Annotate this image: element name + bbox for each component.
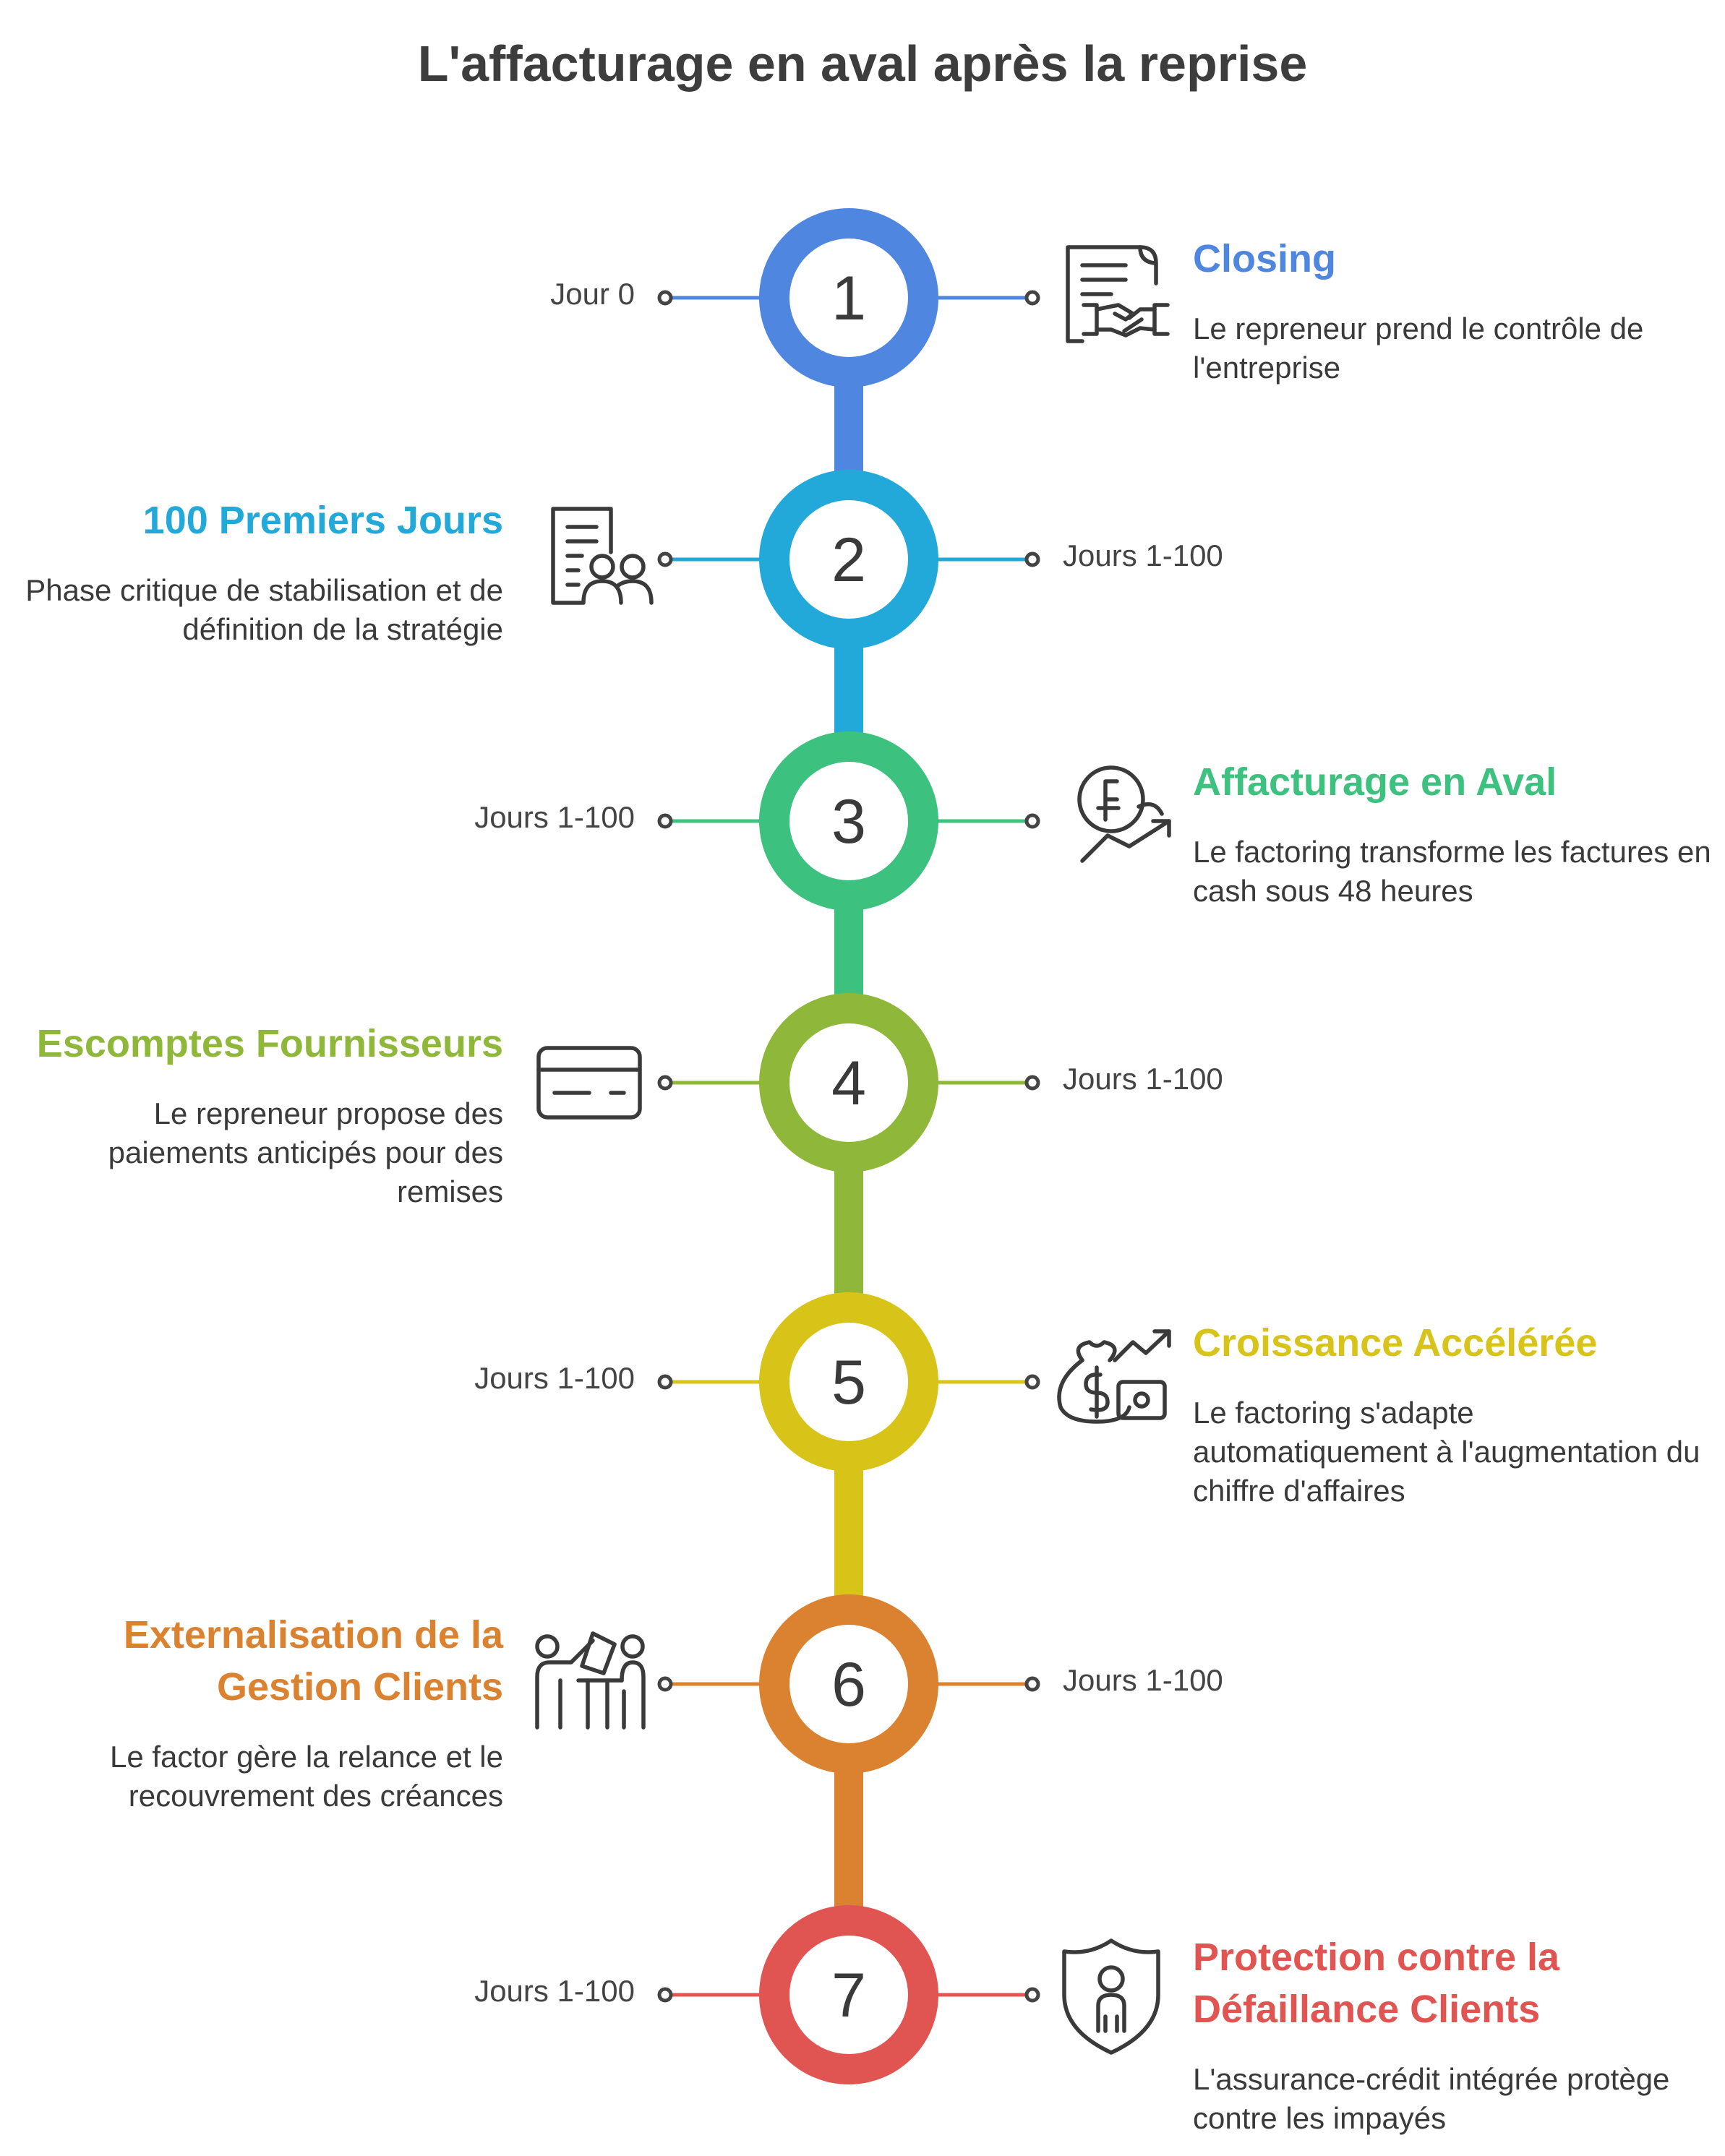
connector-dot [1024,1374,1040,1390]
money-growth-icon [1057,1329,1171,1424]
timeline-segment [834,1772,863,1907]
connector-dot [1024,813,1040,829]
page-title: L'affacturage en aval après la reprise [417,35,1308,92]
step-date: Jours 1-100 [474,1361,635,1395]
step-number: 7 [831,1961,866,2030]
step-heading: Externalisation de la Gestion Clients [123,1613,503,1709]
shield-person-icon [1062,1938,1160,2055]
step-circle-inner [789,1936,908,2054]
step-heading: Affacturage en Aval [1193,760,1557,804]
step-date: Jours 1-100 [1063,1062,1223,1096]
connector-dot [657,813,673,829]
connector-dot [1024,1075,1040,1091]
step-number: 6 [831,1650,866,1719]
connector-dot [657,290,673,306]
step-date: Jour 0 [550,277,635,311]
step-description: Le repreneur propose des paiements antic… [108,1096,503,1208]
step-description: Le factoring s'adapte automatiquement à … [1193,1396,1700,1508]
connector-dot [657,1374,673,1390]
step-description: Le repreneur prend le contrôle de l'entr… [1193,312,1644,385]
step-circle-inner [789,239,908,357]
step-circle-inner [789,500,908,619]
step-number: 5 [831,1348,866,1417]
connector-dot [657,1987,673,2003]
connector-dot [657,1676,673,1692]
step-number: 2 [831,525,866,595]
timeline-segment [834,909,863,995]
step-heading: Escomptes Fournisseurs [36,1022,503,1065]
step-description: Le factor gère la relance et le recouvre… [110,1740,503,1813]
step-number: 4 [831,1049,866,1118]
step-circle-inner [789,1625,908,1743]
step-number: 3 [831,787,866,856]
timeline-segment [834,648,863,733]
step-heading: 100 Premiers Jours [142,499,503,542]
connector-dot [1024,290,1040,306]
presentation-people-icon [535,1631,646,1730]
step-heading: Closing [1193,237,1336,280]
connector-dot [1024,1987,1040,2003]
step-date: Jours 1-100 [1063,538,1223,572]
step-date: Jours 1-100 [474,1974,635,2008]
timeline-segment [834,386,863,471]
step-heading: Croissance Accélérée [1193,1321,1598,1365]
step-date: Jours 1-100 [474,800,635,834]
document-team-icon [551,507,654,605]
timeline-segment [834,1470,863,1596]
connector-dot [1024,1676,1040,1692]
step-number: 1 [831,264,866,333]
step-circle-inner [789,762,908,880]
step-heading: Protection contre la Défaillance Clients [1193,1936,1560,2031]
credit-card-icon [536,1046,642,1120]
step-description: Le factoring transforme les factures en … [1193,835,1711,908]
connector-dot [1024,551,1040,567]
franc-growth-icon [1077,765,1171,863]
step-circle-inner [789,1023,908,1142]
timeline-segment [834,1171,863,1294]
contract-handshake-icon [1066,245,1170,343]
step-description: L'assurance-crédit intégrée protège cont… [1193,2062,1670,2135]
connector-dot [657,551,673,567]
step-date: Jours 1-100 [1063,1663,1223,1697]
step-circle-inner [789,1323,908,1441]
step-description: Phase critique de stabilisation et de dé… [25,573,503,646]
connector-dot [657,1075,673,1091]
